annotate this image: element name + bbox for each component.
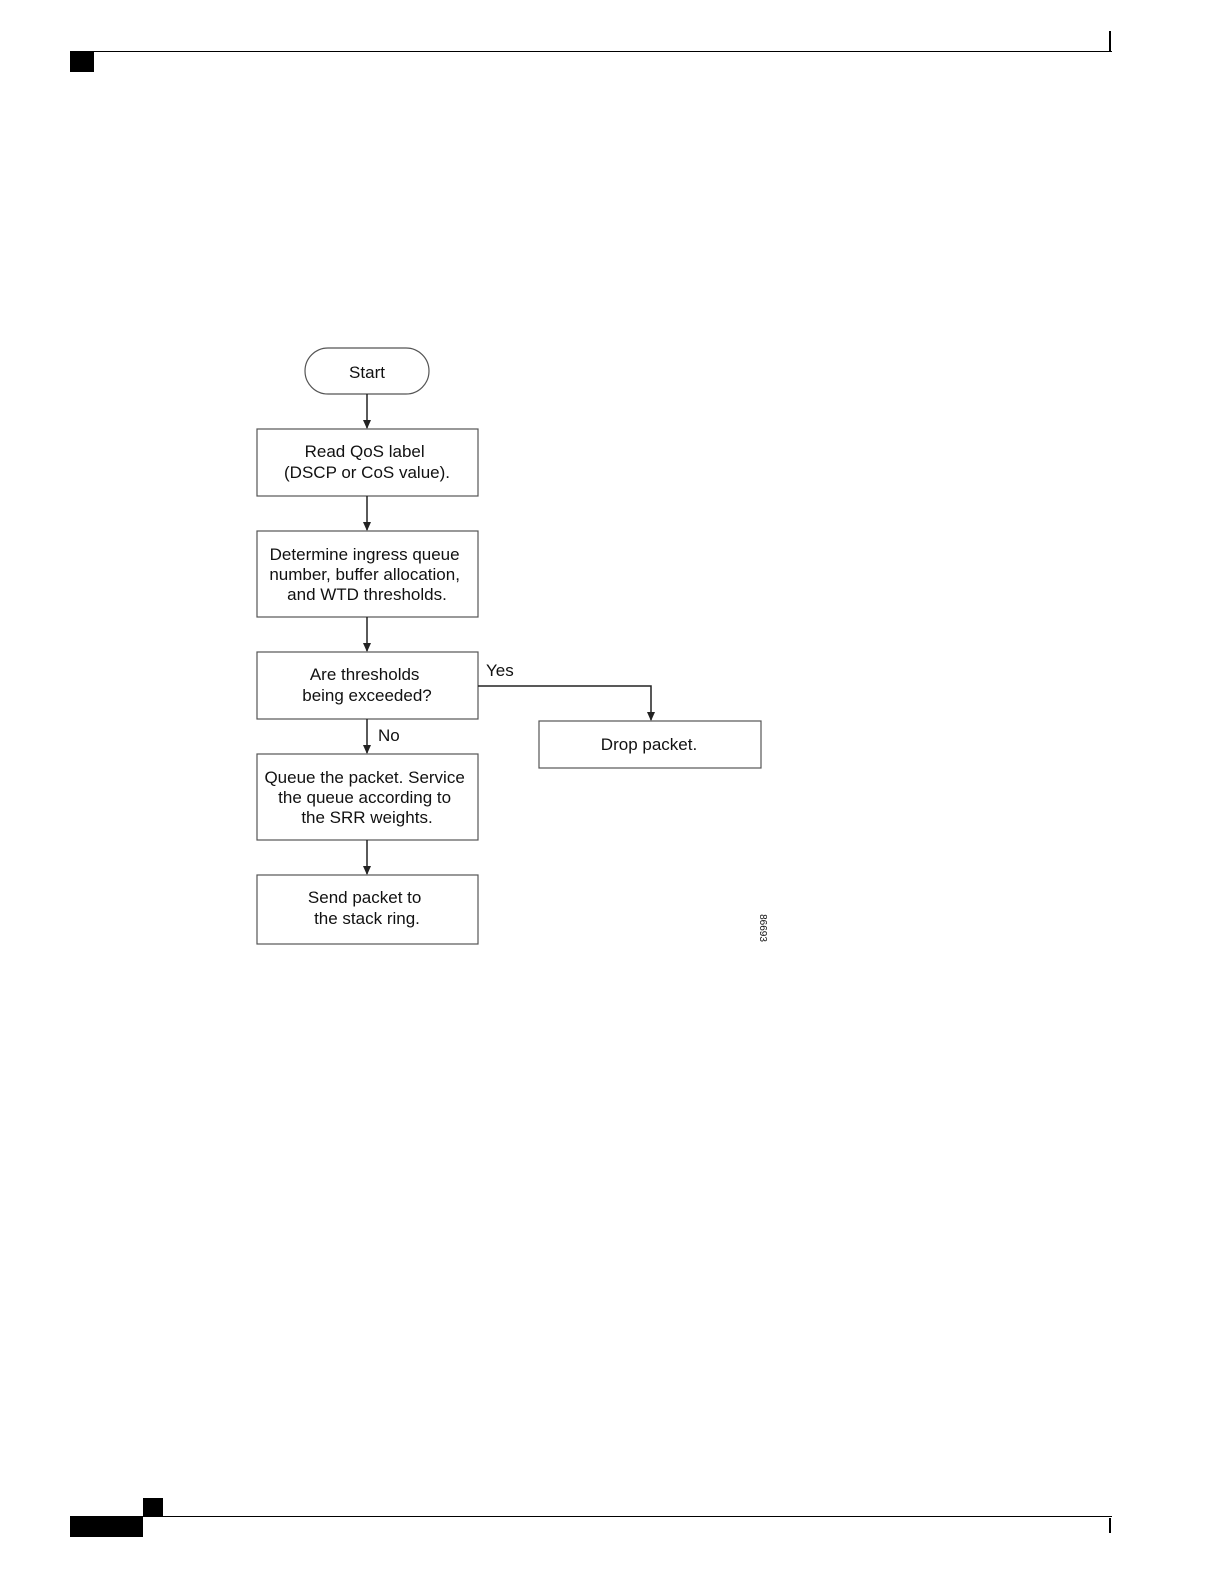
send-packet-node: Send packet to the stack ring. (257, 875, 478, 944)
footer-rule (143, 1516, 1112, 1517)
read-qos-label-node: Read QoS label (DSCP or CoS value). (257, 429, 478, 496)
svg-text:Determine ingress queue: Determine ingress queue number, buffer a… (269, 545, 464, 604)
determine-ingress-queue-node: Determine ingress queue number, buffer a… (257, 531, 478, 617)
svg-text:Drop packet.: Drop packet. (601, 735, 697, 754)
yes-edge-label: Yes (486, 661, 514, 680)
thresholds-decision-node: Are thresholds being exceeded? (257, 652, 478, 719)
figure-id-label: 86693 (757, 914, 768, 942)
footer-small-marker (143, 1498, 163, 1516)
footer-right-tick (1109, 1518, 1111, 1533)
no-edge-label: No (378, 726, 400, 745)
start-node: Start (305, 348, 429, 394)
start-node-label: Start (349, 363, 385, 382)
edge-decision-yes-to-drop (478, 686, 651, 720)
queue-packet-node: Queue the packet. Service the queue acco… (257, 754, 478, 840)
drop-packet-node: Drop packet. (539, 721, 761, 768)
svg-text:Start: Start (349, 363, 385, 382)
footer-corner-marker (70, 1516, 143, 1537)
